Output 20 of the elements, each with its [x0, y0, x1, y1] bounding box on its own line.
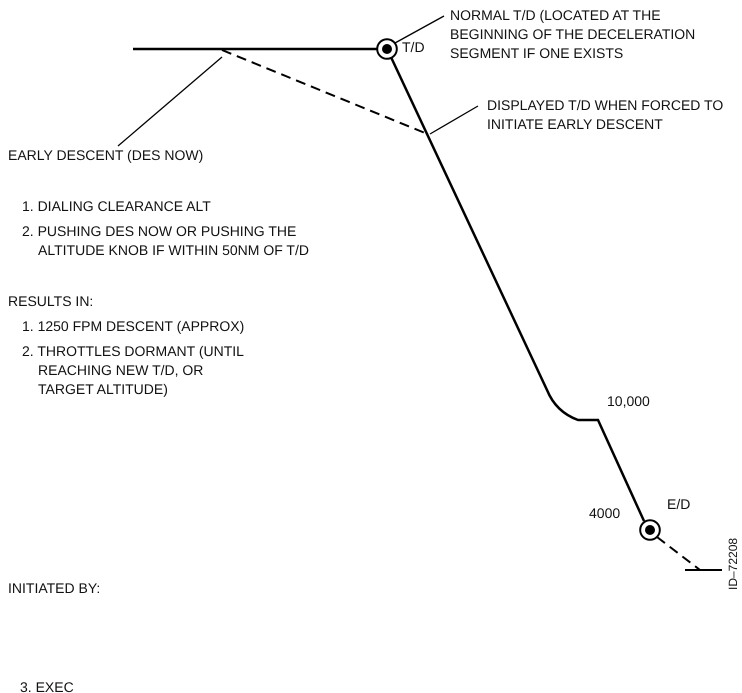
leader-line	[430, 105, 478, 135]
figure-id: ID–72208	[725, 538, 741, 590]
waypoint-marker-icon	[376, 38, 398, 60]
callout-text: DISPLAYED T/D WHEN FORCED TO INITIATE EARLY DESCENT	[487, 96, 724, 134]
section-heading: INITIATED BY:	[8, 579, 102, 598]
instruction-text: 1. DIALING CLEARANCE ALT	[22, 197, 212, 216]
leader-line	[118, 56, 222, 146]
callout-text: NORMAL T/D (LOCATED AT THE BEGINNING OF THE DECELERATION SEGMENT IF ONE EXISTS	[450, 6, 696, 63]
altitude-label: 10,000	[607, 392, 651, 411]
instruction-text: 3. EXEC	[20, 678, 75, 693]
waypoint-label: T/D	[402, 38, 425, 57]
section-heading: RESULTS IN:	[8, 292, 94, 311]
waypoint-label: E/D	[667, 495, 690, 514]
leader-line	[394, 15, 444, 44]
altitude-label: 4000	[589, 504, 622, 523]
callout-text: EARLY DESCENT (DES NOW)	[8, 146, 204, 165]
result-text: 1. 1250 FPM DESCENT (APPROX)	[22, 317, 246, 336]
waypoint-marker-icon	[639, 519, 661, 541]
instruction-text: 2. PUSHING DES NOW OR PUSHING THE ALTITUDE KNOB IF WITHIN 50NM OF T/D	[22, 222, 310, 260]
result-text: 2. THROTTLES DORMANT (UNTIL REACHING NEW T/D, OR TARGET ALTITUDE)	[22, 342, 244, 399]
